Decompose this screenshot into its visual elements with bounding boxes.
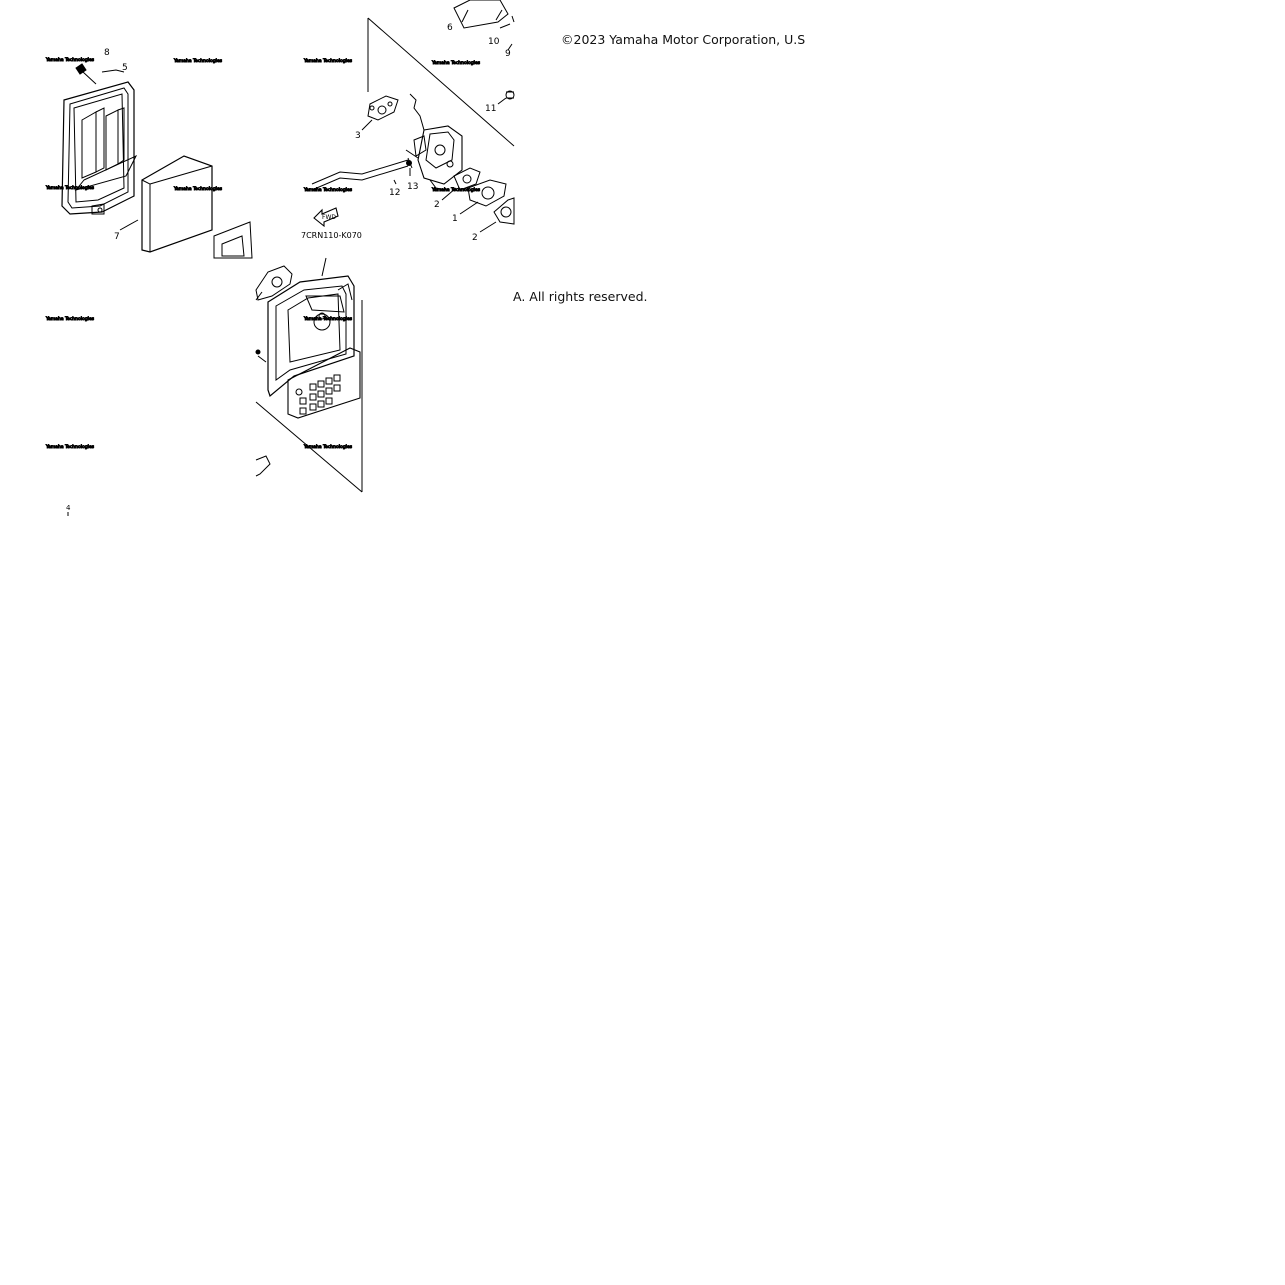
fuel-hose-12 [311,157,413,191]
svg-text:Yamaha Technologies: Yamaha Technologies [45,444,95,450]
svg-text:Yamaha Technologies: Yamaha Technologies [173,186,223,192]
callout-5: 5 [122,63,128,73]
gasket-6 [453,0,509,29]
callout-3: 3 [355,131,361,141]
callout-6: 6 [447,23,453,33]
air-cleaner-cover [267,275,355,398]
boundary-line [367,17,515,147]
element-7 [141,155,213,253]
boundary-line [255,401,363,493]
callout-12: 12 [389,188,400,198]
tile-top-left: Yamaha Technologies Yamaha Technologies … [45,57,253,259]
gaskets-1-2 [441,167,515,233]
callout-labels: 8 5 7 6 10 9 11 3 12 13 2 1 2 4 [66,23,511,512]
svg-text:Yamaha Technologies: Yamaha Technologies [303,58,353,64]
callout-10: 10 [488,37,500,47]
copyright-line-1: ©2023 Yamaha Motor Corporation, U.S [561,32,806,47]
callout-2b: 2 [472,233,478,243]
fwd-label: FWD [322,214,336,221]
fwd-arrow: FWD [313,207,339,228]
svg-text:Yamaha Technologies: Yamaha Technologies [45,185,95,191]
clip-13 [406,160,412,176]
tile-bottom-left: Yamaha Technologies Yamaha Technologies [45,316,95,516]
leader-line [101,69,125,73]
tile-top-right: FWD 7CRN110-K070 Yamaha Technologies Yam… [301,0,515,240]
svg-text:Yamaha Technologies: Yamaha Technologies [303,187,353,193]
copyright-line-2: A. All rights reserved. [513,289,648,304]
cover-lower [287,347,361,419]
svg-text:Yamaha Technologies: Yamaha Technologies [45,316,95,322]
callout-7: 7 [114,232,120,242]
svg-text:Yamaha Technologies: Yamaha Technologies [173,58,223,64]
gasket-3 [361,95,399,131]
callout-2a: 2 [434,200,440,210]
diagram-code: 7CRN110-K070 [301,231,362,240]
svg-text:Yamaha Technologies: Yamaha Technologies [303,444,353,450]
svg-text:Yamaha Technologies: Yamaha Technologies [303,316,353,322]
callout-13: 13 [407,182,418,192]
callout-9: 9 [505,49,511,59]
nut-11 [497,90,515,105]
tile-bottom-middle: Yamaha Technologies Yamaha Technologies [255,257,363,493]
callout-8: 8 [104,48,110,58]
svg-text:Yamaha Technologies: Yamaha Technologies [45,57,95,63]
svg-text:Yamaha Technologies: Yamaha Technologies [431,187,481,193]
bolt-8 [75,63,97,85]
carburetor [405,93,463,191]
callout-11: 11 [485,104,496,114]
gasket-partial [213,221,253,259]
callout-1: 1 [452,214,458,224]
air-cleaner-case [61,81,138,215]
leader-line [119,219,139,231]
svg-text:Yamaha Technologies: Yamaha Technologies [431,60,481,66]
callout-4: 4 [66,504,71,512]
